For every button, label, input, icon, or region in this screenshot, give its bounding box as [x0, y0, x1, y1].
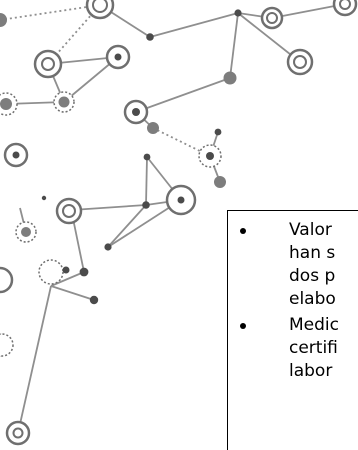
network-node: [165, 184, 197, 216]
network-link: [229, 12, 239, 79]
bullet-item-measurements: Medic certifi labor: [228, 314, 358, 383]
bulleted-text-box: Valor han s dos p elabo Medic certifi la…: [227, 210, 358, 450]
network-node: [0, 333, 14, 357]
network-node: [123, 99, 149, 125]
network-link: [17, 285, 52, 434]
bullet-list: Valor han s dos p elabo Medic certifi la…: [228, 219, 358, 386]
network-dot: [41, 195, 47, 201]
bullet-line: Valor: [289, 220, 332, 240]
network-dot: [214, 176, 226, 188]
bullet-line: han s: [289, 243, 336, 263]
network-dot: [143, 153, 151, 161]
network-node: [38, 259, 64, 285]
network-node: [266, 12, 278, 24]
network-dot: [214, 128, 222, 136]
network-node: [3, 142, 29, 168]
bullet-icon: [240, 228, 246, 234]
network-dot: [234, 9, 242, 17]
network-dot: [142, 201, 150, 209]
network-link: [135, 77, 231, 113]
network-node: [53, 91, 75, 113]
network-node: [41, 57, 55, 71]
network-link: [152, 127, 211, 157]
network-node: [92, 0, 108, 13]
bullet-line: Medic: [289, 315, 339, 335]
network-node: [198, 144, 222, 168]
network-node: [293, 55, 307, 69]
bullet-line: dos p: [289, 266, 336, 286]
network-node: [339, 0, 351, 10]
bullet-icon: [240, 323, 246, 329]
bullet-line: labor: [289, 361, 333, 381]
network-dot: [223, 71, 237, 85]
bullet-item-values: Valor han s dos p elabo: [228, 219, 358, 311]
network-dot: [147, 122, 159, 134]
network-link: [145, 156, 148, 206]
bullet-line: certifi: [289, 338, 338, 358]
bullet-line: elabo: [289, 289, 336, 309]
network-dot: [89, 295, 99, 305]
network-node: [15, 221, 37, 243]
network-link: [271, 3, 346, 19]
network-dot: [0, 13, 7, 27]
network-dot: [104, 243, 112, 251]
network-dot: [62, 266, 70, 274]
network-link: [149, 12, 239, 38]
network-node: [62, 204, 76, 218]
network-node: [12, 427, 24, 439]
network-link: [50, 271, 85, 287]
network-link: [71, 204, 147, 211]
network-node: [0, 92, 18, 116]
network-link: [0, 4, 101, 21]
network-link: [50, 285, 95, 301]
network-dot: [79, 267, 89, 277]
network-link: [107, 204, 147, 248]
network-node: [105, 44, 131, 70]
network-node: [0, 266, 14, 294]
network-dot: [146, 33, 154, 41]
